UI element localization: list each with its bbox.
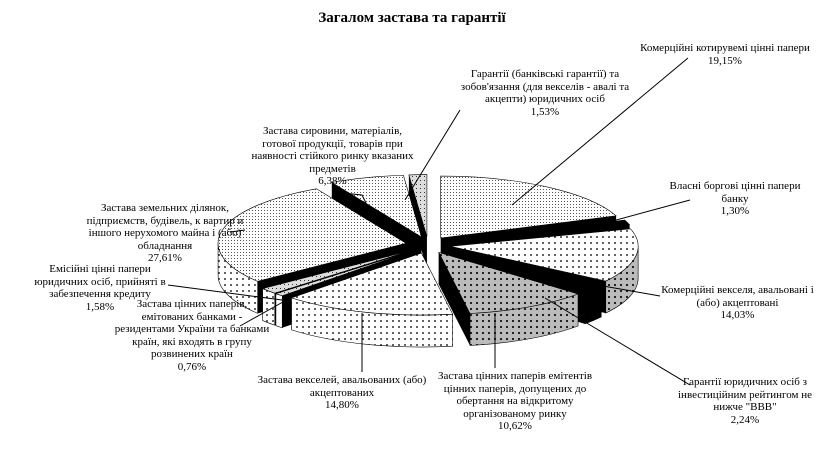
label-bank-securities: Застава цінних паперів, емітованих банка… <box>114 298 270 373</box>
label-raw-materials: Застава сировини, матеріалів, готової пр… <box>251 125 414 187</box>
label-legal-guarantees: Гарантії юридичних осіб з інвестиційним … <box>678 376 812 426</box>
slice-top <box>217 188 407 282</box>
leader-line <box>404 109 461 201</box>
slice-top <box>438 251 579 314</box>
pie-slice <box>408 174 428 269</box>
slice-top <box>445 249 603 293</box>
leader-line <box>239 297 291 327</box>
slice-top <box>449 219 631 243</box>
slice-top <box>274 250 413 297</box>
slice-wall <box>408 174 427 269</box>
slice-side <box>275 293 283 329</box>
slice-top <box>440 175 617 239</box>
label-emission-securities: Емісійні цінні папери юридичних осіб, пр… <box>34 263 166 313</box>
leader-line <box>544 297 691 386</box>
slice-top <box>261 250 412 294</box>
chart-title: Загалом застава та гарантії <box>318 10 506 26</box>
label-real-estate: Застава земельних ділянок, підприємств, … <box>86 202 244 264</box>
label-bills-pledge: Застава векселей, авальованих (або) акце… <box>257 374 427 411</box>
pie-slice <box>290 252 454 348</box>
label-listed-securities: Застава цінних паперів емітентів цінних … <box>437 370 593 432</box>
leader-line <box>167 284 283 301</box>
leader-line <box>579 281 661 297</box>
slice-top <box>408 174 428 237</box>
label-commercial-bills: Комерційні векселя, авальовані і (або) а… <box>661 284 814 321</box>
pie-slice <box>438 251 579 346</box>
slice-top <box>450 228 639 282</box>
leader-line <box>342 192 367 204</box>
leader-line <box>511 57 689 206</box>
leader-line <box>571 199 691 233</box>
slice-top <box>330 174 422 238</box>
slice-top <box>290 252 454 316</box>
leader-line <box>229 229 246 233</box>
slice-wall <box>438 252 471 346</box>
label-bank-guarantees: Гарантії (банківські гарантії) та зобов'… <box>460 68 630 118</box>
